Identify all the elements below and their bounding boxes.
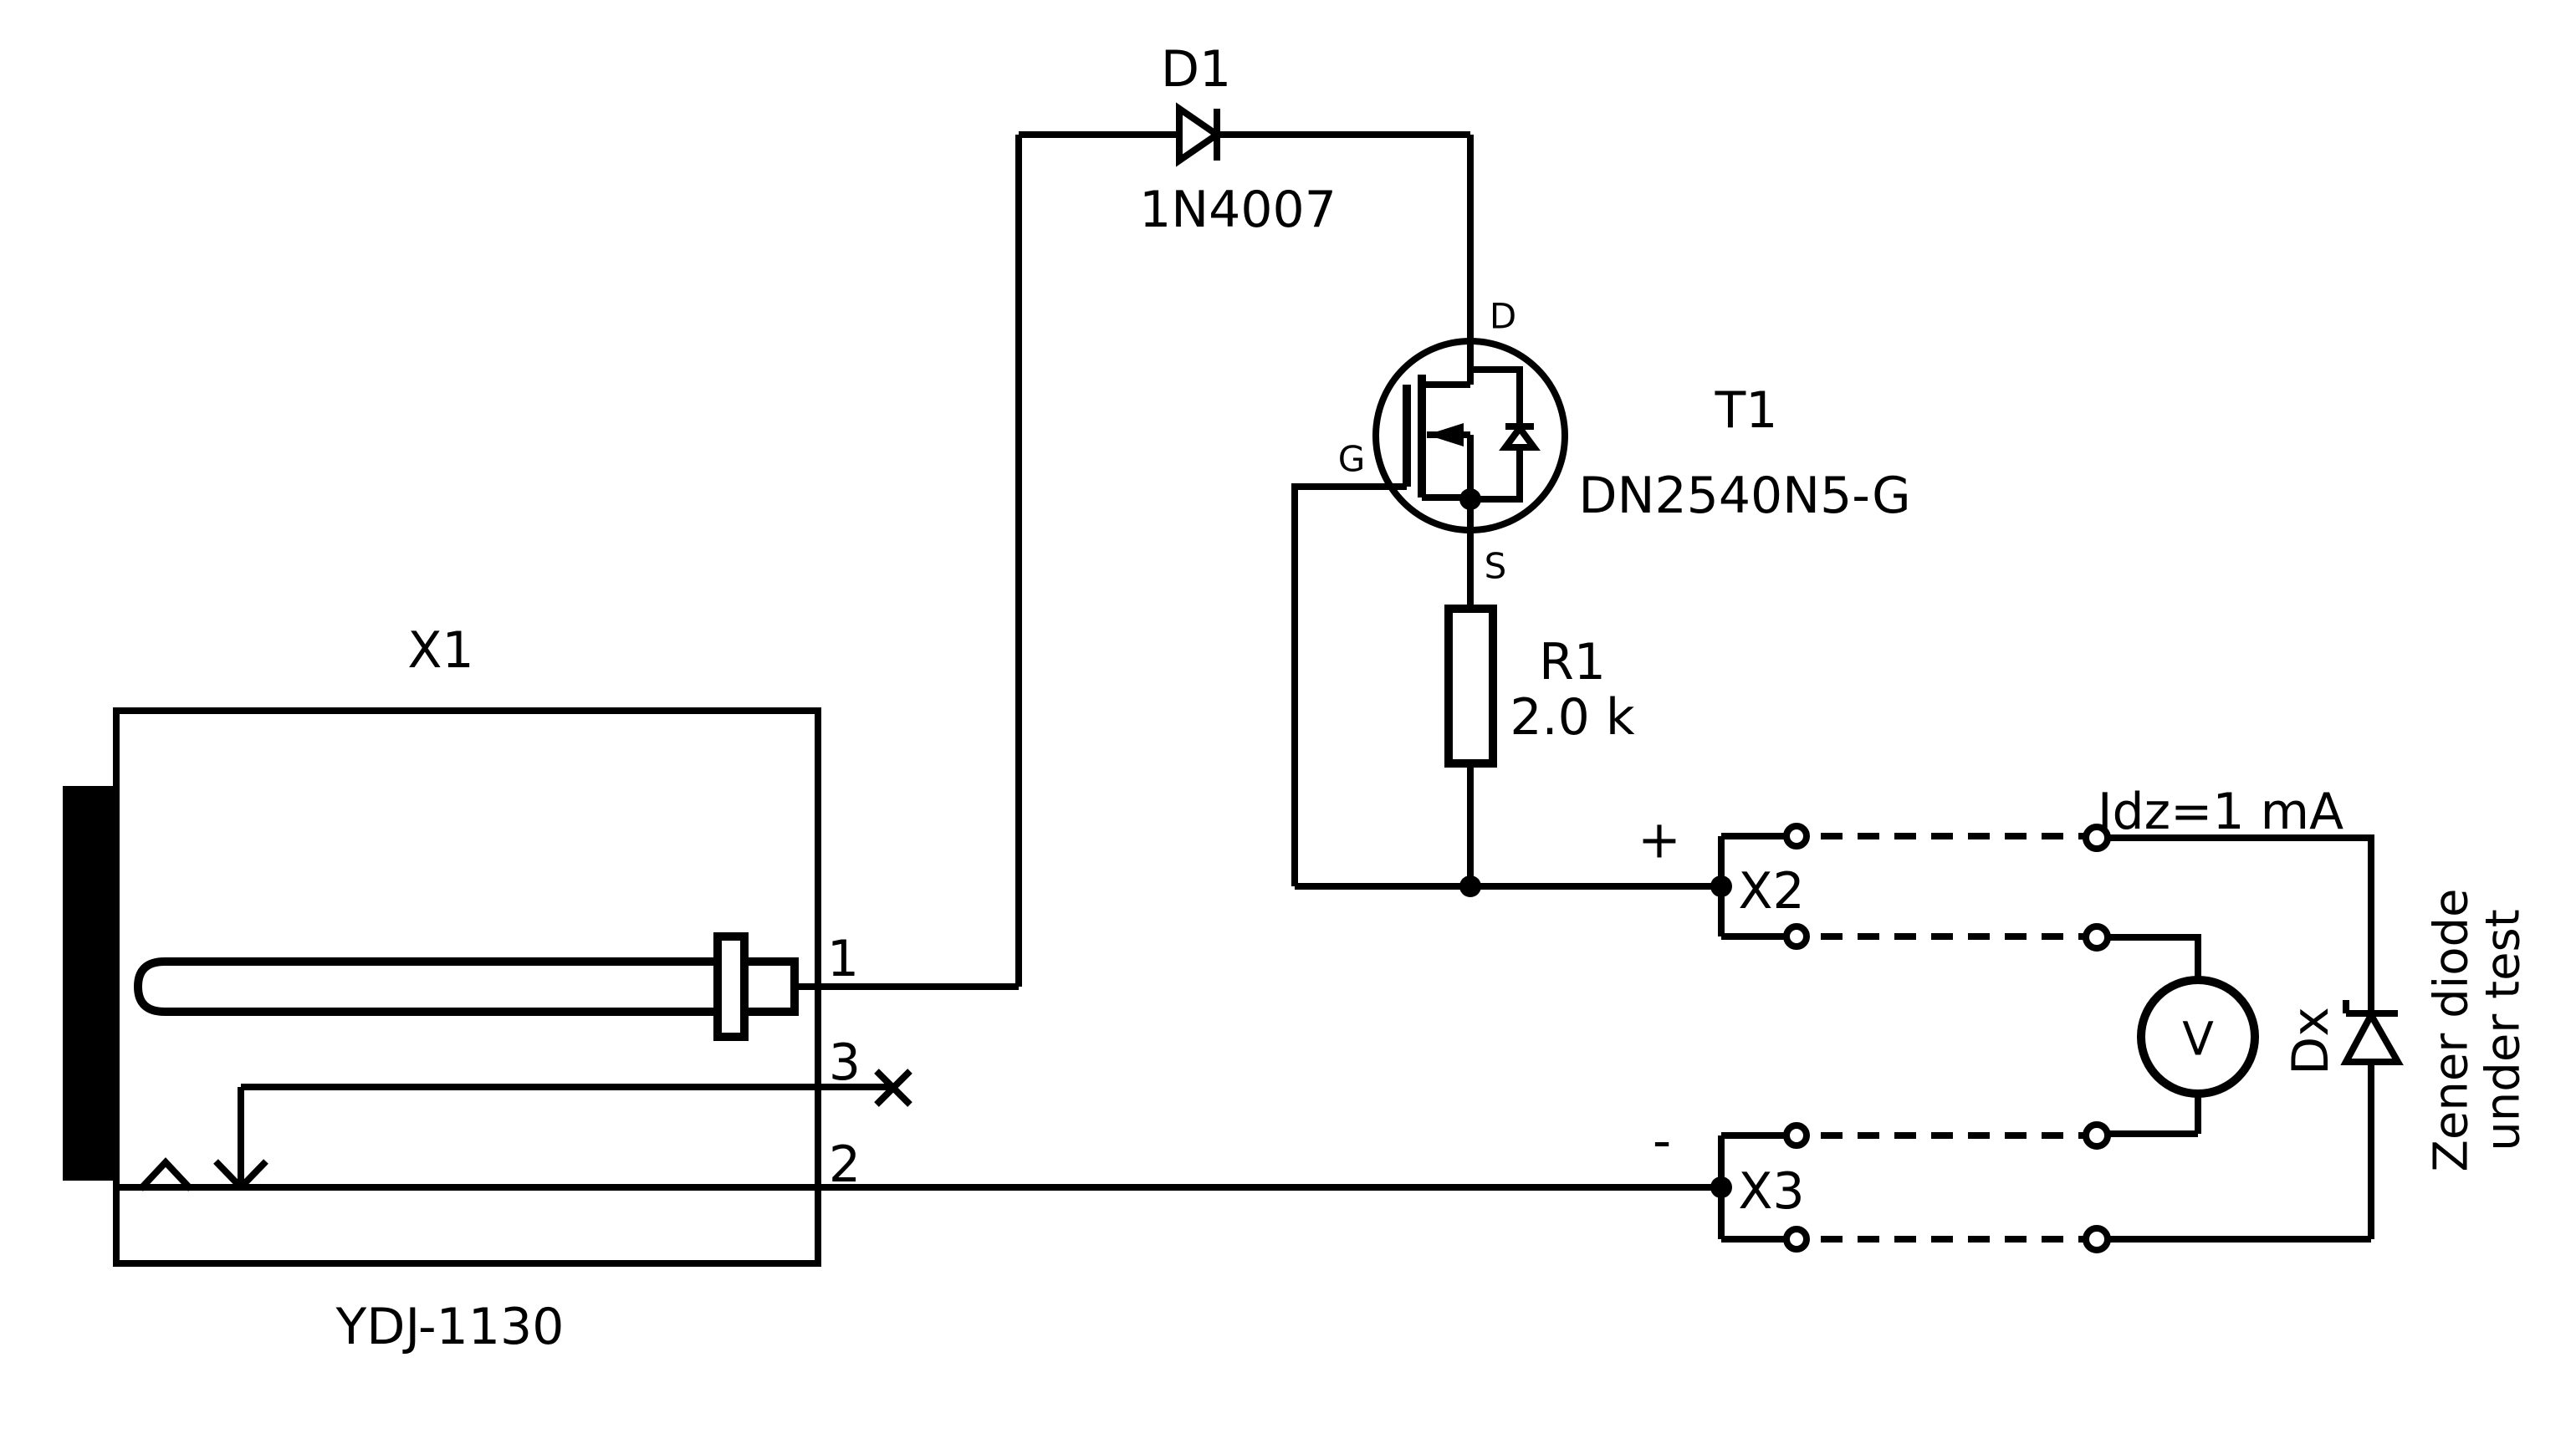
- dut-bottom-wire: [2108, 1062, 2374, 1243]
- x1-base-plate: [63, 786, 117, 1181]
- x1-lamp-end-cap: [740, 957, 799, 1016]
- voltmeter-top-wire: [2108, 934, 2201, 980]
- x2-ref-label: X2: [1738, 862, 1804, 921]
- x3-terminal-top: [1783, 1122, 1810, 1149]
- t1-part-label: DN2540N5-G: [1578, 467, 1910, 525]
- x1-pin2-label: 2: [829, 1135, 861, 1194]
- x1-pin3-label: 3: [829, 1033, 861, 1092]
- r1-bus-junction-dot: [1459, 875, 1481, 897]
- t1-source-junction-dot: [1459, 488, 1481, 510]
- dx-ref-label: Dx: [2282, 1007, 2340, 1075]
- t1-body-diode-triangle: [1499, 422, 1541, 451]
- dx-caption-line2: under test: [2476, 909, 2531, 1151]
- test-current-label: Idz=1 mA: [2098, 783, 2343, 841]
- t1-source-pin-label: S: [1485, 546, 1507, 587]
- t1-body-diode-branch-bottom: [1470, 447, 1523, 503]
- x1-box: [113, 707, 821, 1267]
- x1-model-label: YDJ-1130: [335, 1298, 565, 1356]
- x3-bracket: [1718, 1132, 1786, 1243]
- voltmeter-circle: [2137, 976, 2259, 1098]
- voltmeter-bottom-wire: [2108, 1094, 2201, 1137]
- x1-pin1-label: 1: [827, 930, 859, 988]
- dut-terminal-4: [2083, 1225, 2111, 1253]
- gate-wire: [1291, 483, 1407, 886]
- x1-lamp-tube: [133, 957, 718, 1016]
- x2-bracket: [1718, 833, 1786, 940]
- r1-ref-label: R1: [1539, 633, 1606, 691]
- t1-gate-pin-label: G: [1338, 439, 1366, 480]
- x1-lamp-seal-plate: [713, 932, 749, 1041]
- t1-body-arrow: [1427, 423, 1464, 446]
- dx-caption-line1: Zener diode: [2425, 889, 2479, 1172]
- r1-resistor-body: [1444, 605, 1497, 768]
- x1-ref-label: X1: [407, 621, 473, 680]
- x3-ref-label: X3: [1738, 1162, 1804, 1221]
- d1-triangle: [1176, 102, 1224, 167]
- x1-chevron-electrode: [138, 1157, 193, 1192]
- dx-triangle: [2340, 1008, 2404, 1065]
- dut-top-wire: [2108, 834, 2374, 1013]
- dut-terminal-3: [2083, 1121, 2111, 1150]
- x2-terminal-top: [1783, 823, 1810, 850]
- t1-ref-label: T1: [1715, 381, 1778, 440]
- x2-terminal-bottom: [1783, 923, 1810, 950]
- pin3-no-connect-cross: [874, 1069, 912, 1107]
- d1-part-label: 1N4007: [1139, 181, 1337, 239]
- t1-drain-pin-label: D: [1490, 296, 1516, 337]
- x3-terminal-bottom: [1783, 1226, 1810, 1253]
- x1-arrow-head: [213, 1159, 268, 1190]
- voltmeter-symbol-label: V: [2182, 1012, 2214, 1065]
- x2-polarity-label: +: [1638, 809, 1681, 870]
- t1-body-diode-branch-top: [1470, 366, 1523, 426]
- dut-terminal-2: [2083, 923, 2111, 952]
- d1-ref-label: D1: [1161, 40, 1231, 99]
- x3-polarity-label: -: [1653, 1110, 1671, 1171]
- r1-value-label: 2.0 k: [1510, 688, 1634, 747]
